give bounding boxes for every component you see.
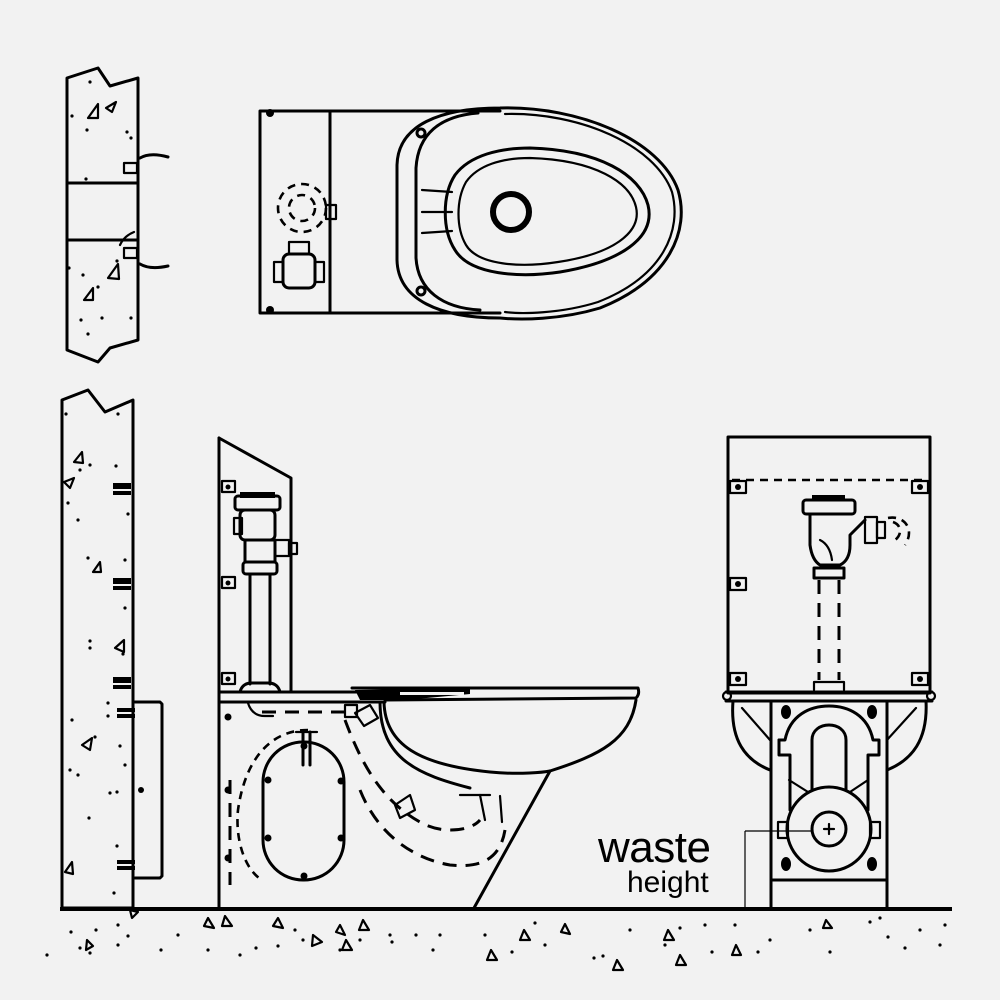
floor-slab: [45, 907, 952, 972]
wall-section-side: [60, 388, 164, 920]
waste-height-label-line2: height: [627, 866, 709, 899]
wall-section-top: [65, 66, 170, 364]
side-elevation: [217, 436, 641, 910]
plan-view: [258, 106, 683, 321]
waste-height-label-line1: waste: [598, 823, 711, 872]
front-elevation: [721, 435, 937, 910]
